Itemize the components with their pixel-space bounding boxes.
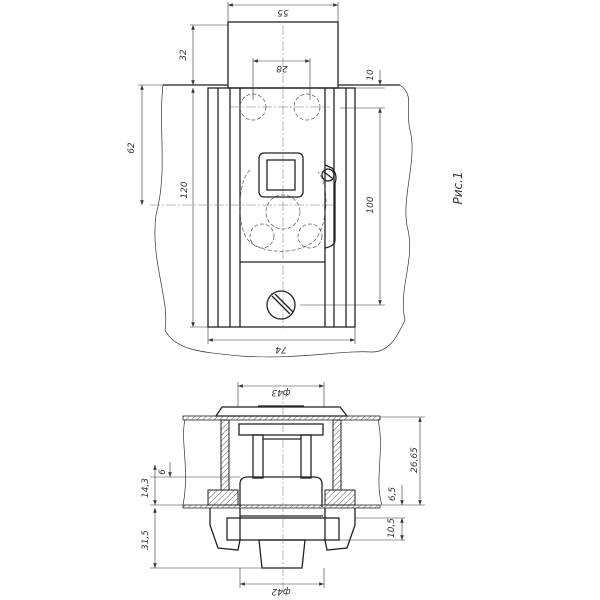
lock-cap (214, 406, 349, 417)
dim-32: 32 (179, 49, 189, 61)
hidden-hole-right (293, 93, 321, 121)
dim-31-5: 31,5 (141, 530, 151, 550)
dim-6: 6 (158, 469, 168, 475)
square-spindle-inner (266, 159, 296, 191)
dim-100: 100 (366, 196, 376, 213)
dim-14-3: 14,3 (141, 478, 151, 498)
dim-120: 120 (180, 181, 190, 198)
sheet-outline (154, 84, 413, 358)
dim-74: 74 (275, 344, 287, 354)
small-screw-icon (321, 168, 335, 182)
dim-26-65: 26,65 (410, 447, 420, 473)
knob (258, 539, 306, 569)
dim-55: 55 (277, 7, 289, 17)
screw-icon (266, 290, 296, 320)
dim-diam-42: ф42 (271, 586, 290, 596)
figure-caption: Рис.1 (451, 171, 465, 204)
cylinder-boss (239, 476, 323, 507)
dim-28: 28 (276, 63, 288, 73)
lock-body (207, 87, 356, 328)
dim-6-5: 6,5 (388, 487, 398, 502)
square-spindle-outer (258, 152, 304, 198)
top-view: 55 32 28 10 62 120 100 74 Рис.1 (127, 2, 465, 358)
dim-10: 10 (366, 69, 376, 81)
dim-62: 62 (127, 142, 137, 154)
section-view: ф43 ф42 26,65 6,5 10,5 14,3 6 31,5 (141, 382, 425, 596)
dim-diam-43: ф43 (271, 387, 290, 397)
dim-10-5: 10,5 (387, 518, 397, 538)
